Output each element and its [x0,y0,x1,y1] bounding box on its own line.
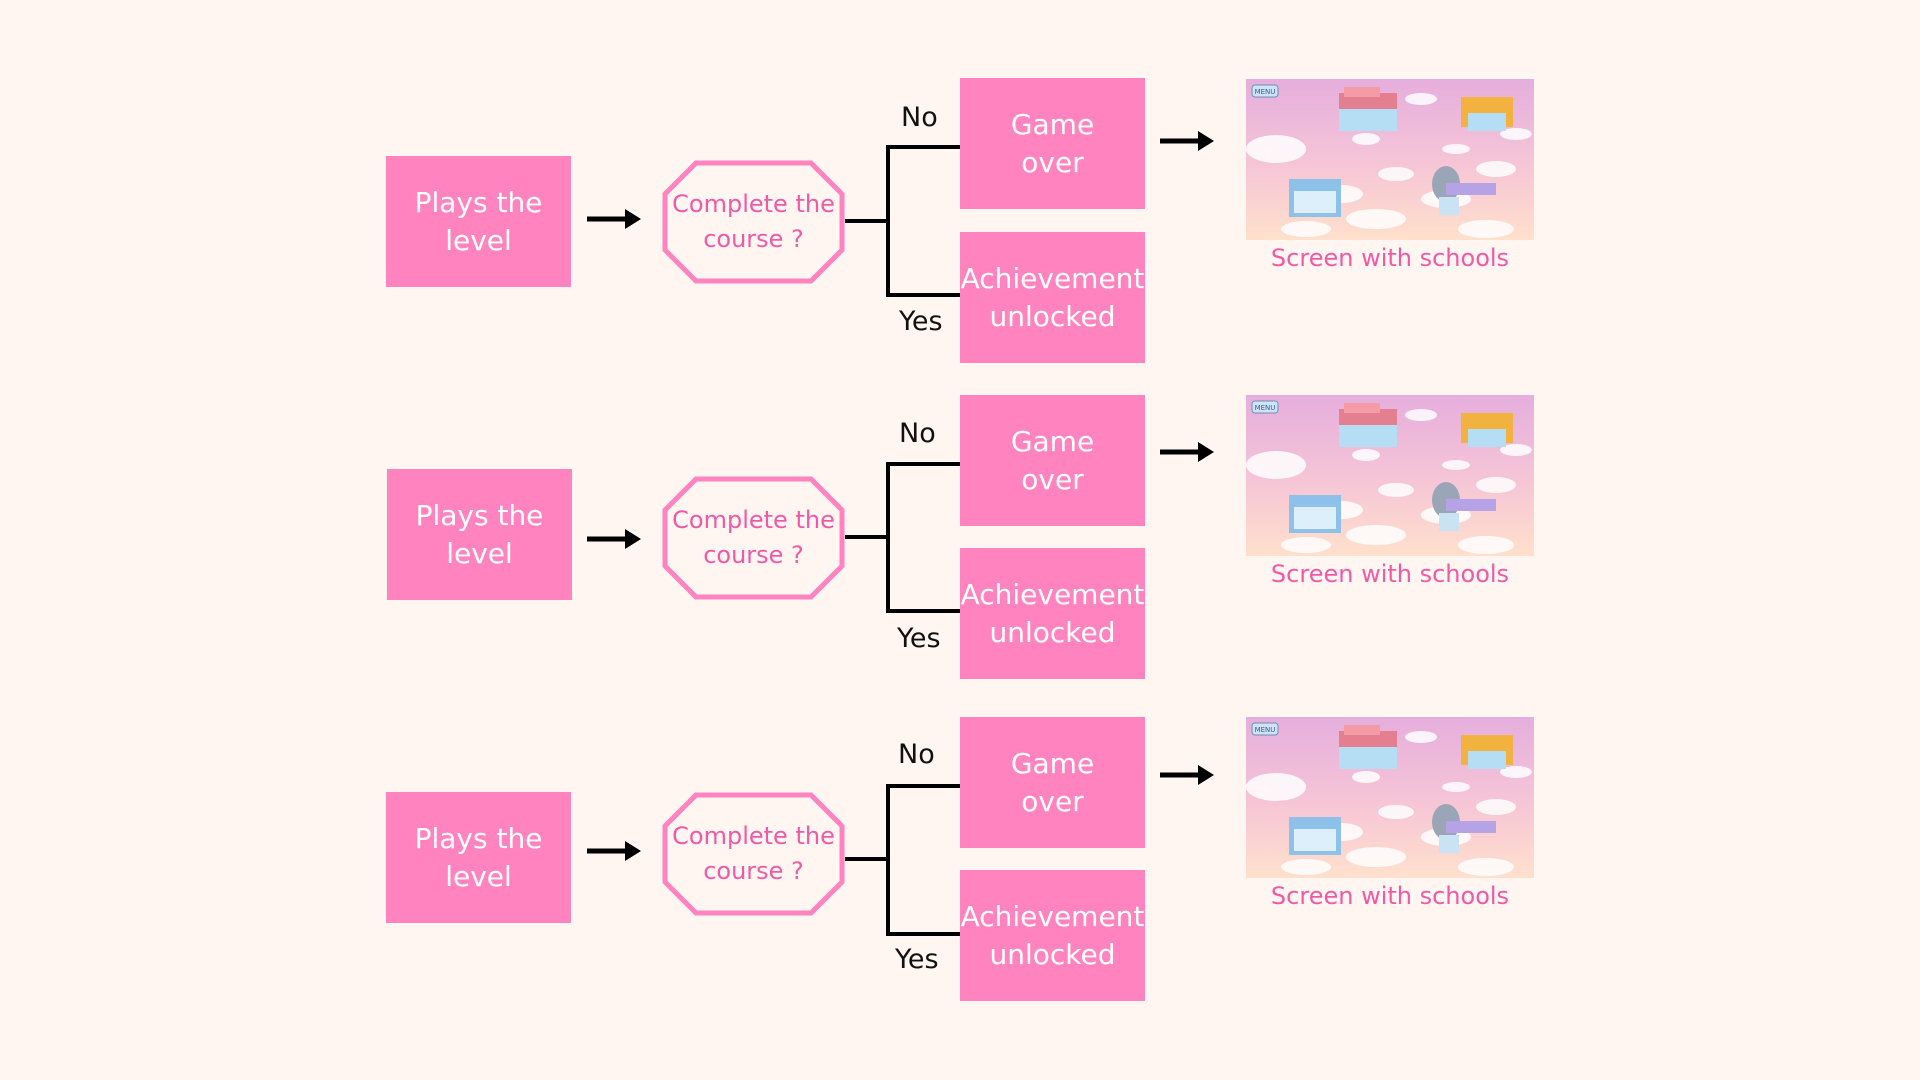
school-building-icon [1461,413,1513,447]
arrow-right-icon [1160,442,1214,462]
start-box: Plays the level [386,156,571,287]
decision-octagon: Complete the course ? [662,792,845,916]
arrow-right-icon [1160,765,1214,785]
arrow-right-icon [1160,131,1214,151]
decision-octagon: Complete the course ? [662,160,845,284]
yes-label: Yes [895,944,939,975]
school-building-icon [1289,179,1341,217]
branch-connector [845,784,960,936]
school-building-icon [1432,482,1496,531]
flow-row-3: Plays the level Complete the course ? No… [0,717,1920,1017]
no-label: No [901,102,938,133]
preview-caption: Screen with schools [1270,560,1510,588]
no-label: No [899,418,936,449]
menu-button [1251,84,1279,98]
school-building-icon [1339,725,1397,769]
decision-label: Complete the course ? [672,506,835,569]
school-building-icon [1461,97,1513,131]
school-screen-preview: MENU [1246,395,1534,556]
svg-text:MENU: MENU [1255,726,1276,734]
flow-row-2: Plays the level Complete the course ? No… [0,395,1920,695]
start-box: Plays the level [387,469,572,600]
flow-row-1: Plays the level Complete the course ? No… [0,78,1920,378]
preview-caption: Screen with schools [1270,244,1510,272]
achievement-box: Achievement unlocked [960,232,1145,363]
branch-connector [845,145,960,297]
school-building-icon [1339,87,1397,131]
arrow-right-icon [587,529,641,549]
decision-label: Complete the course ? [672,190,835,253]
school-building-icon [1289,817,1341,855]
achievement-box: Achievement unlocked [960,870,1145,1001]
arrow-right-icon [587,841,641,861]
branch-connector [845,462,960,613]
school-building-icon [1339,403,1397,447]
game-over-box: Game over [960,395,1145,526]
svg-text:MENU: MENU [1255,88,1276,96]
school-building-icon [1461,735,1513,769]
school-building-icon [1289,495,1341,533]
school-screen-preview: MENU [1246,79,1534,240]
school-building-icon [1432,804,1496,853]
decision-label: Complete the course ? [672,822,835,885]
game-over-box: Game over [960,78,1145,209]
start-box: Plays the level [386,792,571,923]
preview-caption: Screen with schools [1270,882,1510,910]
game-over-box: Game over [960,717,1145,848]
decision-octagon: Complete the course ? [662,476,845,600]
menu-button [1251,400,1279,414]
yes-label: Yes [897,623,941,654]
school-building-icon [1432,166,1496,215]
svg-text:MENU: MENU [1255,404,1276,412]
achievement-box: Achievement unlocked [960,548,1145,679]
yes-label: Yes [899,306,943,337]
school-screen-preview: MENU [1246,717,1534,878]
arrow-right-icon [587,209,641,229]
menu-button [1251,722,1279,736]
no-label: No [898,739,935,770]
